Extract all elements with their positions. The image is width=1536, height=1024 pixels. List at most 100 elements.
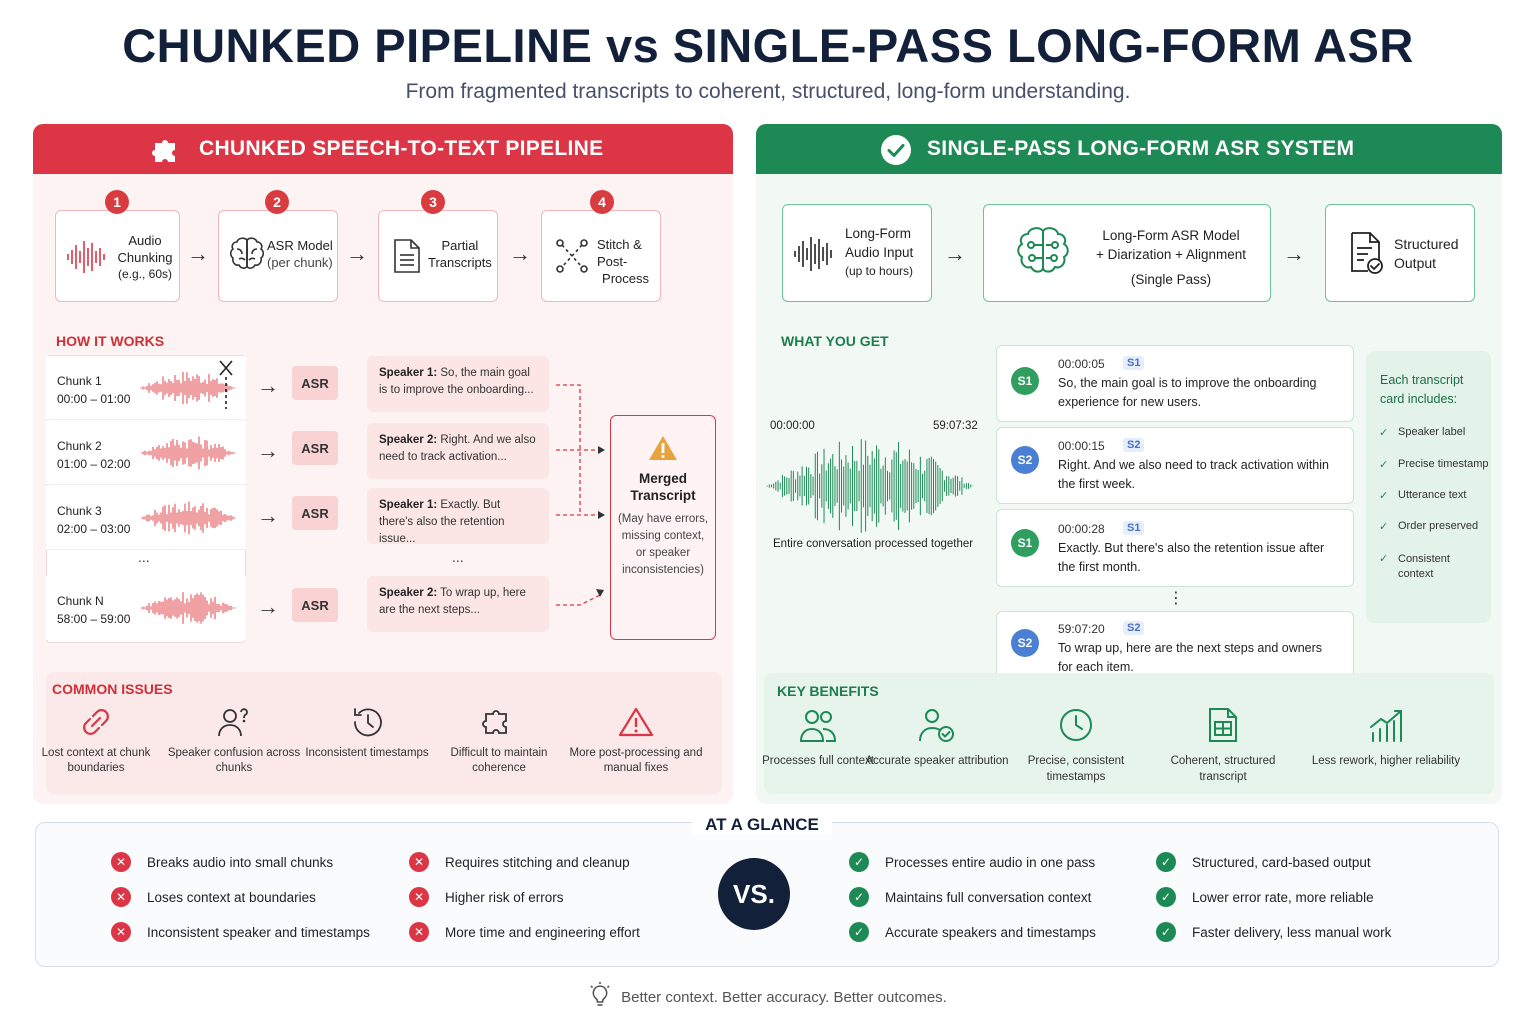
issue-item: Lost context at chunk boundaries: [26, 706, 166, 776]
issue-item: Speaker confusion across chunks: [164, 706, 304, 776]
partial-transcript-snippet: Speaker 2: To wrap up, here are the next…: [367, 576, 549, 632]
puzzle-icon: [482, 710, 507, 734]
arrow: →: [1283, 241, 1305, 266]
waveform-start-time: 00:00:00: [770, 420, 815, 432]
user-check-icon: [919, 709, 954, 742]
utterance-text: Right. And we also need to track activat…: [1058, 458, 1329, 491]
step-label: ASR Model(per chunk): [267, 238, 333, 270]
x-icon: ✕: [111, 887, 131, 907]
waveform-end-time: 59:07:32: [933, 420, 978, 432]
card-includes-title: Each transcript card includes:: [1380, 373, 1464, 406]
warning-icon: [649, 436, 677, 460]
common-issues-box: [46, 672, 722, 794]
vs-badge: VS.: [718, 858, 790, 930]
ellipsis: ...: [138, 549, 150, 565]
warning-icon: [618, 707, 654, 737]
step-asr-model: ASR Model(per chunk): [218, 210, 338, 302]
chunk-name: Chunk N: [57, 594, 104, 608]
pro-item: ✓Faster delivery, less manual work: [1156, 922, 1391, 942]
step-stitch-postprocess: Stitch &Post-Process: [541, 210, 661, 302]
utterance-text: Exactly. But there's also the retention …: [1058, 541, 1325, 574]
issue-item: More post-processing and manual fixes: [566, 706, 706, 776]
check-icon: ✓: [1379, 490, 1389, 502]
how-it-works-heading: HOW IT WORKS: [56, 333, 165, 349]
benefit-item: Processes full context: [743, 707, 893, 769]
asr-box: ASR: [292, 366, 338, 400]
arrow: →: [257, 373, 279, 398]
brain-icon: [1017, 227, 1069, 273]
document-check-icon: [1351, 232, 1383, 274]
what-you-get-heading: WHAT YOU GET: [781, 333, 889, 349]
user-question-icon: [218, 708, 248, 737]
waveform-icon: [140, 501, 236, 535]
x-icon: ✕: [409, 852, 429, 872]
card-timestamp: 00:00:15: [1058, 439, 1105, 453]
waveform-icon: [67, 241, 105, 273]
con-item: ✕More time and engineering effort: [409, 922, 640, 942]
at-a-glance-heading: AT A GLANCE: [692, 815, 832, 835]
single-pass-panel-title: SINGLE-PASS LONG-FORM ASR SYSTEM: [927, 137, 1355, 160]
scissors-icon: [219, 360, 233, 409]
include-item: ✓Order preserved: [1379, 520, 1479, 533]
footer-tagline: Better context. Better accuracy. Better …: [621, 989, 947, 1006]
x-icon: ✕: [409, 922, 429, 942]
check-icon: ✓: [1379, 553, 1389, 565]
chunk-name: Chunk 3: [57, 504, 102, 518]
include-item: ✓Utterance text: [1379, 489, 1467, 502]
chunk-range: 58:00 – 59:00: [57, 612, 131, 626]
benefit-item: Accurate speaker attribution: [862, 707, 1012, 769]
partial-transcript-snippet: Speaker 1: So, the main goal is to impro…: [367, 356, 549, 412]
asr-box: ASR: [292, 588, 338, 622]
asr-box: ASR: [292, 431, 338, 465]
partial-transcript-snippet: Speaker 1: Exactly. But there's also the…: [367, 488, 549, 545]
arrow: →: [257, 594, 279, 619]
speaker-badge: S1: [1011, 367, 1039, 395]
waveform-icon: [140, 436, 236, 470]
utterance-text: So, the main goal is to improve the onbo…: [1058, 376, 1317, 409]
single-pass-panel-header: SINGLE-PASS LONG-FORM ASR SYSTEM: [756, 124, 1502, 174]
con-item: ✕Requires stitching and cleanup: [409, 852, 630, 872]
waveform-icon: [794, 237, 832, 271]
benefit-item: Precise, consistent timestamps: [1001, 707, 1151, 785]
pro-item: ✓Lower error rate, more reliable: [1156, 887, 1374, 907]
pro-item: ✓Accurate speakers and timestamps: [849, 922, 1096, 942]
check-icon: ✓: [849, 887, 869, 907]
chunked-panel-header: CHUNKED SPEECH-TO-TEXT PIPELINE: [33, 124, 733, 174]
broken-link-icon: [83, 709, 109, 735]
chunk-range: 01:00 – 02:00: [57, 457, 131, 471]
check-icon: ✓: [1156, 887, 1176, 907]
check-circle-icon: [881, 135, 911, 165]
bar-chart-up-icon: [1370, 710, 1402, 742]
x-icon: ✕: [409, 887, 429, 907]
benefit-item: Less rework, higher reliability: [1311, 707, 1461, 769]
pro-item: ✓Processes entire audio in one pass: [849, 852, 1095, 872]
card-includes-box: Each transcript card includes:: [1366, 351, 1491, 623]
speaker-badge: S2: [1011, 629, 1039, 657]
vertical-ellipsis: ⋮: [1168, 590, 1184, 607]
document-icon: [394, 239, 420, 273]
step-number: 2: [265, 190, 289, 214]
clock-history-icon: [354, 708, 382, 737]
card-timestamp: 59:07:20: [1058, 622, 1105, 636]
full-conversation-waveform: [766, 439, 974, 533]
step-long-form-asr-model: Long-Form ASR Model+ Diarization + Align…: [983, 204, 1271, 302]
speaker-tag: S2: [1123, 438, 1145, 452]
step-label: Stitch &Post-Process: [597, 237, 649, 286]
pro-item: ✓Maintains full conversation context: [849, 887, 1091, 907]
speaker-tag: S1: [1123, 356, 1145, 370]
footer: Better context. Better accuracy. Better …: [0, 982, 1536, 1008]
con-item: ✕Loses context at boundaries: [111, 887, 316, 907]
speaker-badge: S1: [1011, 529, 1039, 557]
step-number: 3: [421, 190, 445, 214]
check-icon: ✓: [1379, 521, 1389, 533]
speaker-tag: S1: [1123, 521, 1145, 535]
